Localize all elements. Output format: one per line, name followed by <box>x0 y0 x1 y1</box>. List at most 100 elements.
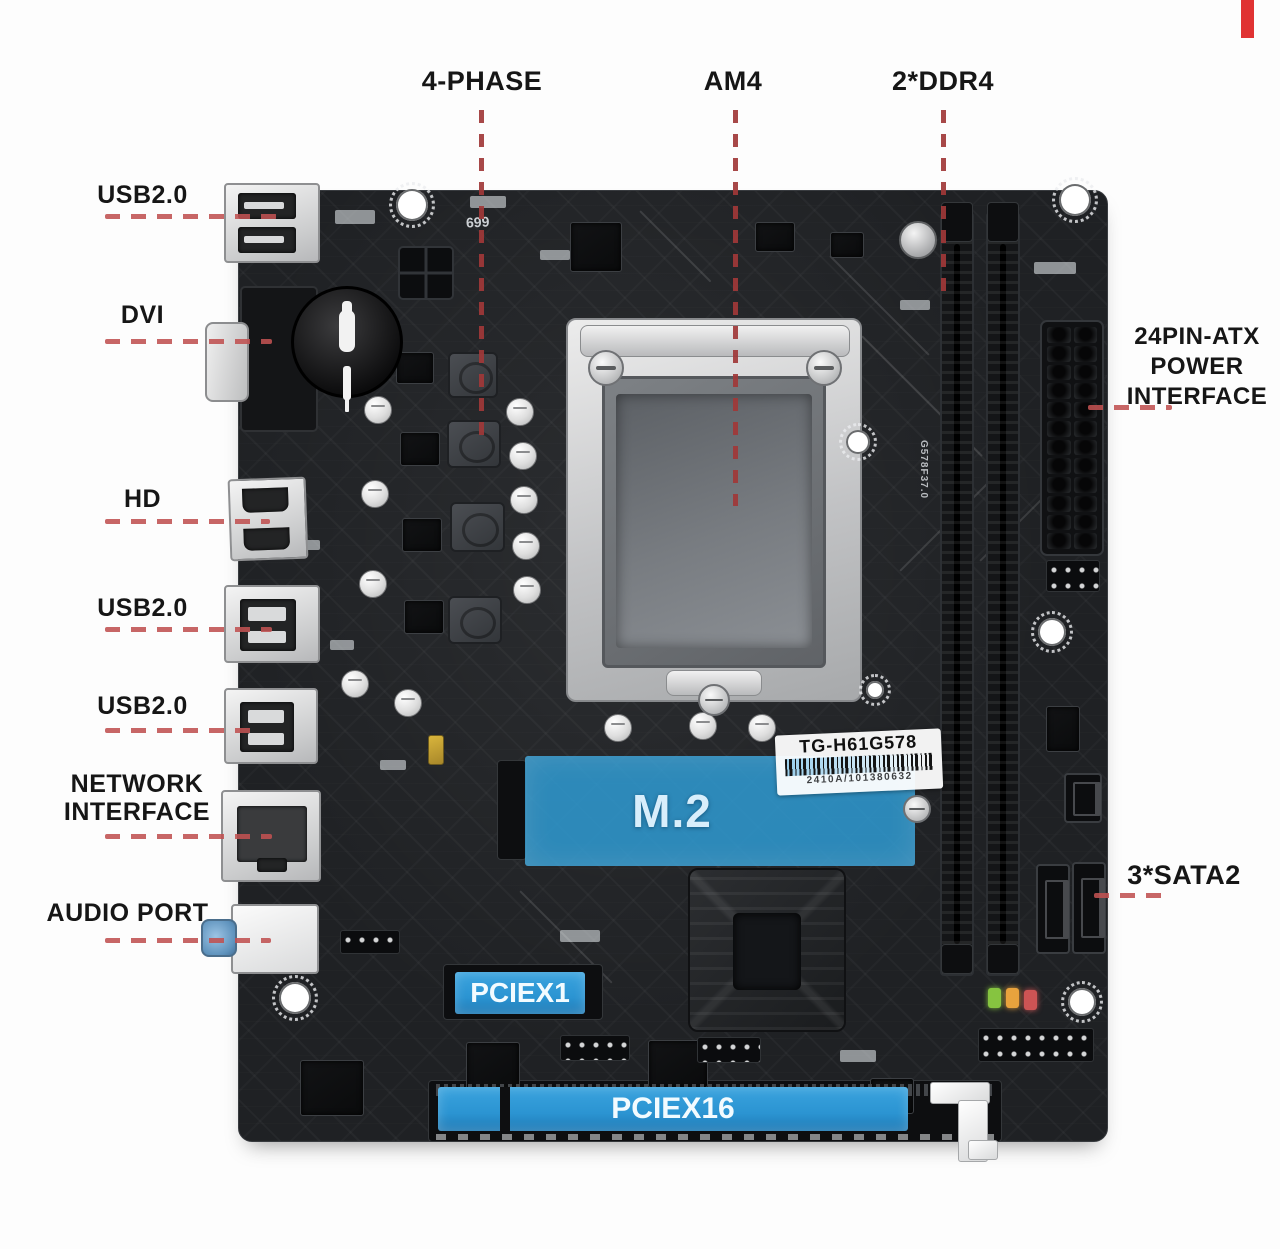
pin-header <box>697 1037 761 1063</box>
atx-pin <box>1073 439 1097 456</box>
ddr4-slot-1 <box>940 212 974 976</box>
capacitor <box>604 714 632 742</box>
pcie-retention-clip <box>968 1140 998 1160</box>
capacitor <box>748 714 776 742</box>
atx-pin <box>1073 345 1097 362</box>
m2-standoff-screw <box>903 795 931 823</box>
sata-port-2 <box>1036 864 1070 954</box>
ic-chip <box>396 352 434 384</box>
ic-chip <box>1046 706 1080 752</box>
solder-pad <box>840 1050 876 1062</box>
atx-pin <box>1047 514 1071 531</box>
atx-pin <box>1047 383 1071 399</box>
solder-pad <box>560 930 600 942</box>
status-led <box>1024 990 1037 1010</box>
jumper-block <box>428 735 444 765</box>
callout-line-4phase <box>479 110 484 442</box>
m2-slot-label: M.2 <box>632 785 712 837</box>
callout-line <box>105 339 272 344</box>
atx-pin <box>1047 327 1071 343</box>
solder-pad <box>900 300 930 310</box>
red-corner-mark <box>1241 0 1254 38</box>
sata-port-1 <box>1064 773 1102 823</box>
atx-pin <box>1047 345 1071 362</box>
atx-pin <box>1047 458 1071 474</box>
pin-header <box>978 1028 1094 1062</box>
ddr4-slot-2 <box>986 212 1020 976</box>
cpu-socket-plate <box>616 394 812 648</box>
usb2-port-middle <box>224 585 320 663</box>
callout-label-sata: 3*SATA2 <box>1127 860 1241 890</box>
atx-pin <box>1073 533 1097 549</box>
ic-chip <box>755 222 795 252</box>
capacitor <box>359 570 387 598</box>
battery-sticker-icon <box>339 310 355 353</box>
pciex16-label: PCIEX16 <box>438 1087 908 1131</box>
socket-screw <box>698 684 730 716</box>
atx-pin <box>1073 383 1097 399</box>
silkscreen-code: 699 <box>465 213 490 231</box>
capacitor <box>361 480 389 508</box>
solder-pad <box>300 540 320 550</box>
atx-pin <box>1047 364 1071 381</box>
mounting-hole <box>839 423 877 461</box>
socket-screw <box>588 350 624 386</box>
callout-line <box>1094 893 1172 898</box>
callout-line <box>105 938 271 943</box>
choke-inductor <box>448 596 502 644</box>
silkscreen-code-vertical: G578F37.0 <box>918 440 929 500</box>
atx-pin <box>1073 364 1097 381</box>
fan-header <box>1046 560 1100 592</box>
atx-pin <box>1073 514 1097 531</box>
solder-pad <box>540 250 570 260</box>
mounting-hole <box>389 182 435 228</box>
choke-inductor <box>450 502 505 552</box>
ddr-latch <box>941 944 973 974</box>
callout-label-ddr4: 2*DDR4 <box>891 66 995 96</box>
callout-label-dvi: DVI <box>120 301 165 329</box>
capacitor <box>510 486 538 514</box>
status-led <box>1006 988 1019 1008</box>
status-led <box>988 988 1001 1008</box>
capacitor <box>394 689 422 717</box>
capacitor <box>506 398 534 426</box>
chipset-heatsink <box>688 868 846 1032</box>
callout-line <box>105 214 277 219</box>
capacitor <box>689 712 717 740</box>
mounting-hole <box>859 674 891 706</box>
callout-label-network: NETWORK INTERFACE <box>63 770 211 826</box>
pciex16-key-notch <box>500 1087 510 1131</box>
callout-line <box>105 834 272 839</box>
capacitor <box>513 576 541 604</box>
callout-label-usb2-mid: USB2.0 <box>97 594 188 622</box>
callout-label-usb2-low: USB2.0 <box>97 692 188 720</box>
callout-label-audio: AUDIO PORT <box>46 899 209 927</box>
callout-label-4phase: 4-PHASE <box>421 66 543 96</box>
capacitor <box>509 442 537 470</box>
atx-pin <box>1047 420 1071 437</box>
callout-label-am4: AM4 <box>703 66 763 96</box>
pin-header <box>560 1035 630 1061</box>
solder-row <box>436 1134 994 1140</box>
ic-chip <box>830 232 864 258</box>
sata-port-3 <box>1072 862 1106 954</box>
model-sticker: TG-H61G578 2410A/101380632 <box>774 728 944 796</box>
ddr-latch <box>941 202 973 242</box>
cpu-power-4pin <box>398 246 454 300</box>
atx-pin <box>1073 495 1097 512</box>
callout-label-usb2-top: USB2.0 <box>97 181 188 209</box>
pciex1-label: PCIEX1 <box>455 972 585 1014</box>
atx-pin <box>1047 477 1071 493</box>
ic-chip <box>300 1060 364 1116</box>
solder-pad <box>470 196 506 208</box>
capacitor <box>364 396 392 424</box>
capacitor <box>341 670 369 698</box>
cpu-socket-lever-bar <box>580 325 850 357</box>
callout-line-ddr4 <box>941 110 946 302</box>
callout-line <box>1088 405 1172 410</box>
mounting-hole <box>272 975 318 1021</box>
callout-label-hd: HD <box>123 485 162 513</box>
atx-pin <box>1047 439 1071 456</box>
atx-pin <box>1047 402 1071 418</box>
